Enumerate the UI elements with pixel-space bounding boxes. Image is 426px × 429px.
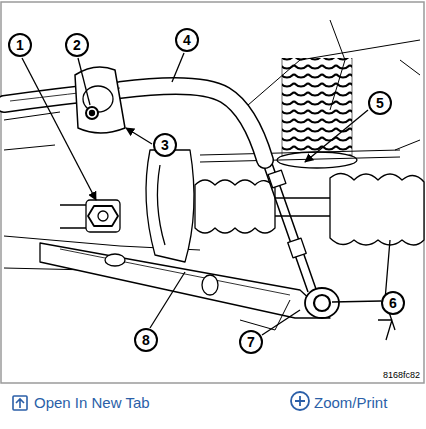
callout-number: 7	[239, 330, 263, 354]
callout-text: 3	[161, 138, 169, 152]
callout-number: 1	[8, 33, 32, 57]
callout-number: 5	[368, 91, 392, 115]
zoom-icon	[291, 392, 309, 410]
callout-text: 5	[376, 96, 384, 110]
open-tab-link: Open In New Tab	[34, 394, 150, 411]
callout-text: 6	[389, 296, 397, 310]
callout-text: 2	[73, 38, 81, 52]
zoom-print-link: Zoom/Print	[314, 394, 387, 411]
callout-number: 8	[134, 328, 158, 352]
callout-number: 3	[153, 133, 177, 157]
callout-number: 6	[381, 291, 405, 315]
callout-text: 8	[142, 333, 150, 347]
image-frame	[1, 2, 424, 383]
open-tab-icon	[13, 396, 27, 410]
callout-number: 2	[65, 33, 89, 57]
figure-code: 8168fc82	[383, 370, 420, 380]
callout-number: 4	[175, 28, 199, 52]
callout-text: 1	[16, 38, 24, 52]
callout-text: 4	[183, 33, 191, 47]
callout-text: 7	[247, 335, 255, 349]
